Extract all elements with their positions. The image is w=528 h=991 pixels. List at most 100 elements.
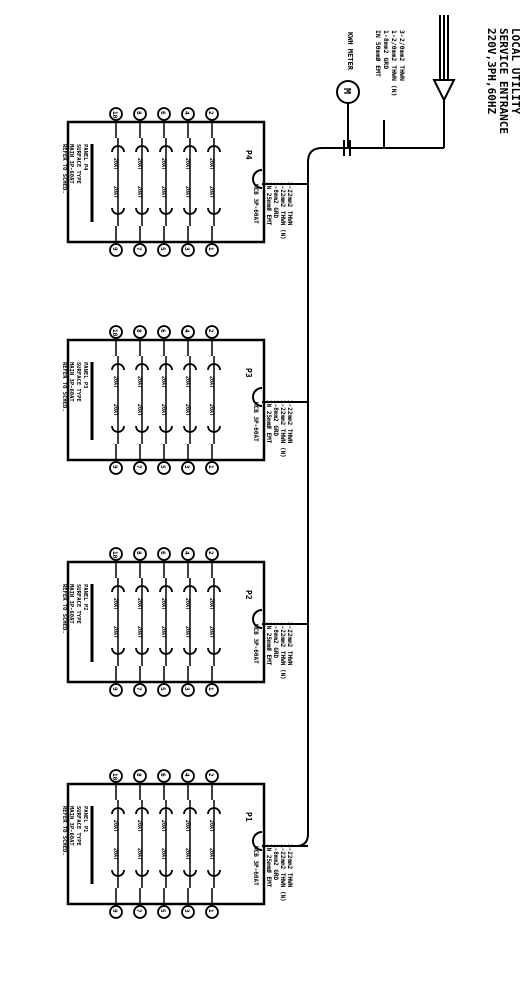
schedule-text-line: MAIN 3P-60AT <box>68 144 74 184</box>
kwh-meter: M KWH METER <box>336 32 360 148</box>
branch-breaker-icon <box>183 363 197 371</box>
panel-feeder-text-line: 1-8mm2 GRD <box>272 182 279 219</box>
main-breaker-label: MCB 3P-60AT <box>252 184 259 224</box>
circuit-number: 2 <box>207 773 214 777</box>
main-breaker-icon <box>252 169 263 189</box>
breaker-rating: 20AT <box>112 626 118 638</box>
circuit-number: 1 <box>207 909 214 913</box>
schedule-text-line: SURFACE TYPE <box>75 144 81 184</box>
branch-breaker-icon <box>159 145 173 153</box>
circuit-number: 6 <box>159 773 166 777</box>
panel-feeder-text-line: IN 25mmØ EMT <box>265 844 272 888</box>
branch-breaker-icon <box>135 207 149 215</box>
breaker-rating: 20AT <box>184 186 190 198</box>
breaker-rating: 20AT <box>184 598 190 610</box>
branch-breaker-icon <box>111 647 125 655</box>
breaker-rating: 20AT <box>208 848 214 860</box>
branch-breaker-icon <box>111 807 125 815</box>
circuit-number: 3 <box>183 247 190 251</box>
main-breaker-icon <box>252 831 263 851</box>
branch-breaker-icon <box>135 145 149 153</box>
main-breaker-icon <box>252 387 263 407</box>
branch-breaker-icon <box>207 145 221 153</box>
panel-id: P1 <box>244 812 253 822</box>
breaker-rating: 20AT <box>112 376 118 388</box>
panel-feeder-text-line: IN 25mmØ EMT <box>265 622 272 666</box>
branch-breaker-icon <box>207 425 221 433</box>
schedule-text-line: REFER TO SCHED. <box>61 144 67 194</box>
circuit-number: 9 <box>111 465 118 469</box>
panel-feeder-text-line: 1-22mm2 THWN (N) <box>279 844 286 902</box>
breaker-rating: 20AT <box>160 626 166 638</box>
main-breaker-label: MCB 3P-60AT <box>252 624 259 664</box>
circuit-number: 5 <box>159 247 166 251</box>
circuit-number: 8 <box>135 329 142 333</box>
meter-symbol: M <box>341 88 352 94</box>
branch-breaker-icon <box>111 207 125 215</box>
branch-breaker-icon <box>183 585 197 593</box>
circuit-number: 1 <box>207 247 214 251</box>
service-feeder-text-line: 1-2/0mm2 THWN (N) <box>390 30 398 97</box>
branch-breaker-icon <box>183 807 197 815</box>
schedule-text-line: SURFACE TYPE <box>75 806 81 846</box>
branch-breaker-icon <box>183 425 197 433</box>
breaker-rating: 20AT <box>136 376 142 388</box>
main-bus <box>307 120 444 834</box>
breaker-rating: 20AT <box>208 376 214 388</box>
breaker-rating: 20AT <box>184 820 190 832</box>
breaker-rating: 20AT <box>160 404 166 416</box>
breaker-rating: 20AT <box>160 598 166 610</box>
circuit-number: 1 <box>207 687 214 691</box>
service-rating: 220V,3PH,60HZ <box>485 28 498 114</box>
service-subtitle: SERVICE ENTRANCE <box>497 28 510 134</box>
breaker-rating: 20AT <box>184 626 190 638</box>
branch-breaker-icon <box>159 807 173 815</box>
service-drop <box>432 15 456 148</box>
branch-breaker-icon <box>207 207 221 215</box>
service-feeder-text-line: 1-8mm2 GRD <box>382 30 390 69</box>
circuit-number: 8 <box>135 551 142 555</box>
branch-breaker-icon <box>135 647 149 655</box>
service-feeder-text-line: IN 50mmØ EMT <box>374 30 382 77</box>
circuit-number: 10 <box>111 111 118 119</box>
circuit-number: 4 <box>183 551 190 555</box>
breaker-rating: 20AT <box>208 820 214 832</box>
branch-breaker-icon <box>183 207 197 215</box>
circuit-number: 9 <box>111 909 118 913</box>
circuit-number: 5 <box>159 687 166 691</box>
breaker-rating: 20AT <box>184 158 190 170</box>
panel-id: P4 <box>244 150 253 160</box>
breaker-rating: 20AT <box>160 186 166 198</box>
panel-feeder-text-line: IN 25mmØ EMT <box>265 182 272 226</box>
branch-breaker-icon <box>111 425 125 433</box>
circuit-number: 8 <box>135 773 142 777</box>
panel-id: P3 <box>244 368 253 378</box>
schedule-text-line: MAIN 3P-60AT <box>68 362 74 402</box>
circuit-number: 3 <box>183 909 190 913</box>
circuit-number: 7 <box>135 909 142 913</box>
branch-breaker-icon <box>135 425 149 433</box>
branch-breaker-icon <box>111 585 125 593</box>
bus-end <box>295 833 309 847</box>
schedule-text-line: REFER TO SCHED. <box>61 806 67 856</box>
circuit-number: 2 <box>207 111 214 115</box>
branch-breaker-icon <box>111 363 125 371</box>
branch-breaker-icon <box>135 585 149 593</box>
circuit-number: 10 <box>111 551 118 559</box>
breaker-rating: 20AT <box>184 404 190 416</box>
branch-breaker-icon <box>183 145 197 153</box>
breaker-rating: 20AT <box>160 376 166 388</box>
panel-feeder-text-line: 1-22mm2 THWN (N) <box>279 400 286 458</box>
branch-breaker-icon <box>159 425 173 433</box>
circuit-number: 9 <box>111 247 118 251</box>
branch-breaker-icon <box>135 869 149 877</box>
breaker-rating: 20AT <box>112 186 118 198</box>
panel-feeder-text-line: 1-8mm2 GRD <box>272 400 279 437</box>
